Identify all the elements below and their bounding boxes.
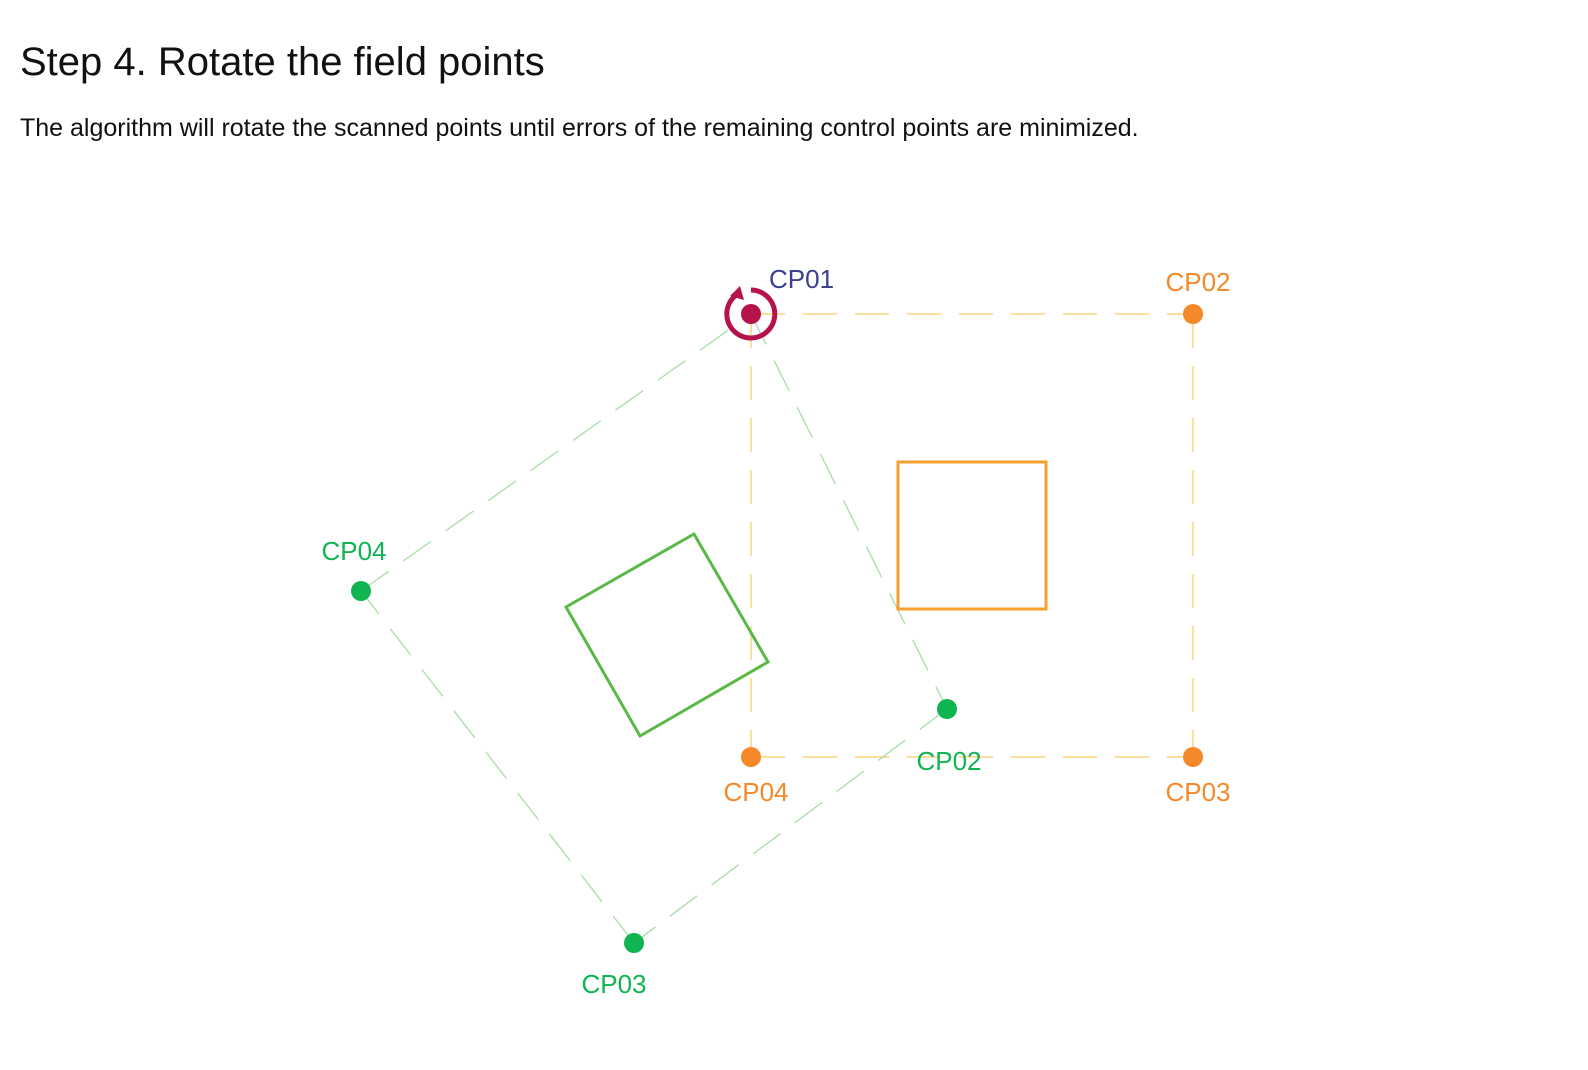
rotate-arrowhead (730, 286, 744, 300)
design-building-outline (896, 460, 1048, 611)
design-frame (750, 313, 1194, 758)
design-label-cp03: CP03 (1165, 777, 1230, 807)
page-title: Step 4. Rotate the field points (20, 40, 545, 84)
field-building-outline (563, 531, 771, 739)
field-point-cp02 (937, 699, 957, 719)
rotate-counterclockwise-icon (724, 287, 778, 341)
field-label-cp02: CP02 (916, 746, 981, 776)
pivot-dot (741, 304, 761, 324)
pivot-point-cp01 (724, 286, 778, 341)
page-description: The algorithm will rotate the scanned po… (20, 114, 1139, 142)
field-edge-cp04-cp01 (360, 313, 752, 592)
field-label-cp04: CP04 (321, 536, 386, 566)
design-point-cp03 (1183, 747, 1203, 767)
field-edge-cp02-cp03 (633, 708, 948, 944)
design-point-cp02 (1183, 304, 1203, 324)
field-point-cp04 (351, 581, 371, 601)
field-frame (360, 313, 948, 944)
field-edge-cp03-cp04 (360, 590, 635, 944)
pivot-label-cp01: CP01 (769, 264, 834, 294)
design-label-cp04: CP04 (723, 777, 788, 807)
design-point-cp04 (741, 747, 761, 767)
field-edge-cp01-cp02 (750, 313, 948, 710)
field-point-cp03 (624, 933, 644, 953)
field-label-cp03: CP03 (581, 969, 646, 999)
design-label-cp02: CP02 (1165, 267, 1230, 297)
